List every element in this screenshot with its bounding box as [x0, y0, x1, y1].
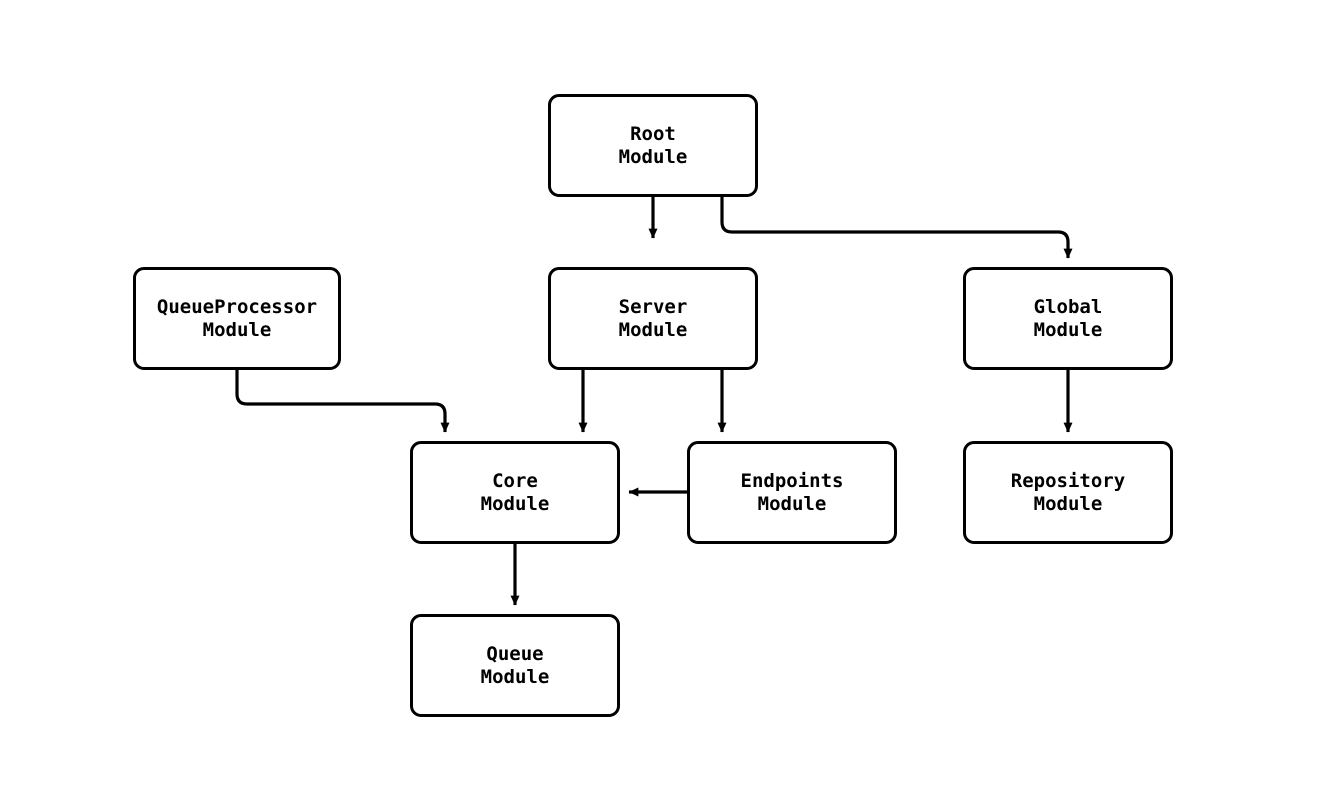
node-endpoints-module[interactable]: Endpoints Module [687, 441, 897, 544]
node-label: Endpoints Module [740, 469, 844, 515]
node-label: Core Module [480, 469, 550, 515]
node-label: Root Module [618, 122, 688, 168]
node-queue-module[interactable]: Queue Module [410, 614, 620, 717]
node-root-module[interactable]: Root Module [548, 94, 758, 197]
edge-root-global [720, 197, 1073, 259]
node-label: Global Module [1033, 295, 1103, 341]
node-core-module[interactable]: Core Module [410, 441, 620, 544]
node-label: Server Module [618, 295, 688, 341]
node-repository-module[interactable]: Repository Module [963, 441, 1173, 544]
node-label: Repository Module [1010, 469, 1126, 515]
node-label: Queue Module [480, 642, 550, 688]
node-label: QueueProcessor Module [156, 295, 318, 341]
edge-queueprocessor-core [235, 370, 450, 433]
node-global-module[interactable]: Global Module [963, 267, 1173, 370]
node-queueprocessor-module[interactable]: QueueProcessor Module [133, 267, 341, 370]
node-server-module[interactable]: Server Module [548, 267, 758, 370]
